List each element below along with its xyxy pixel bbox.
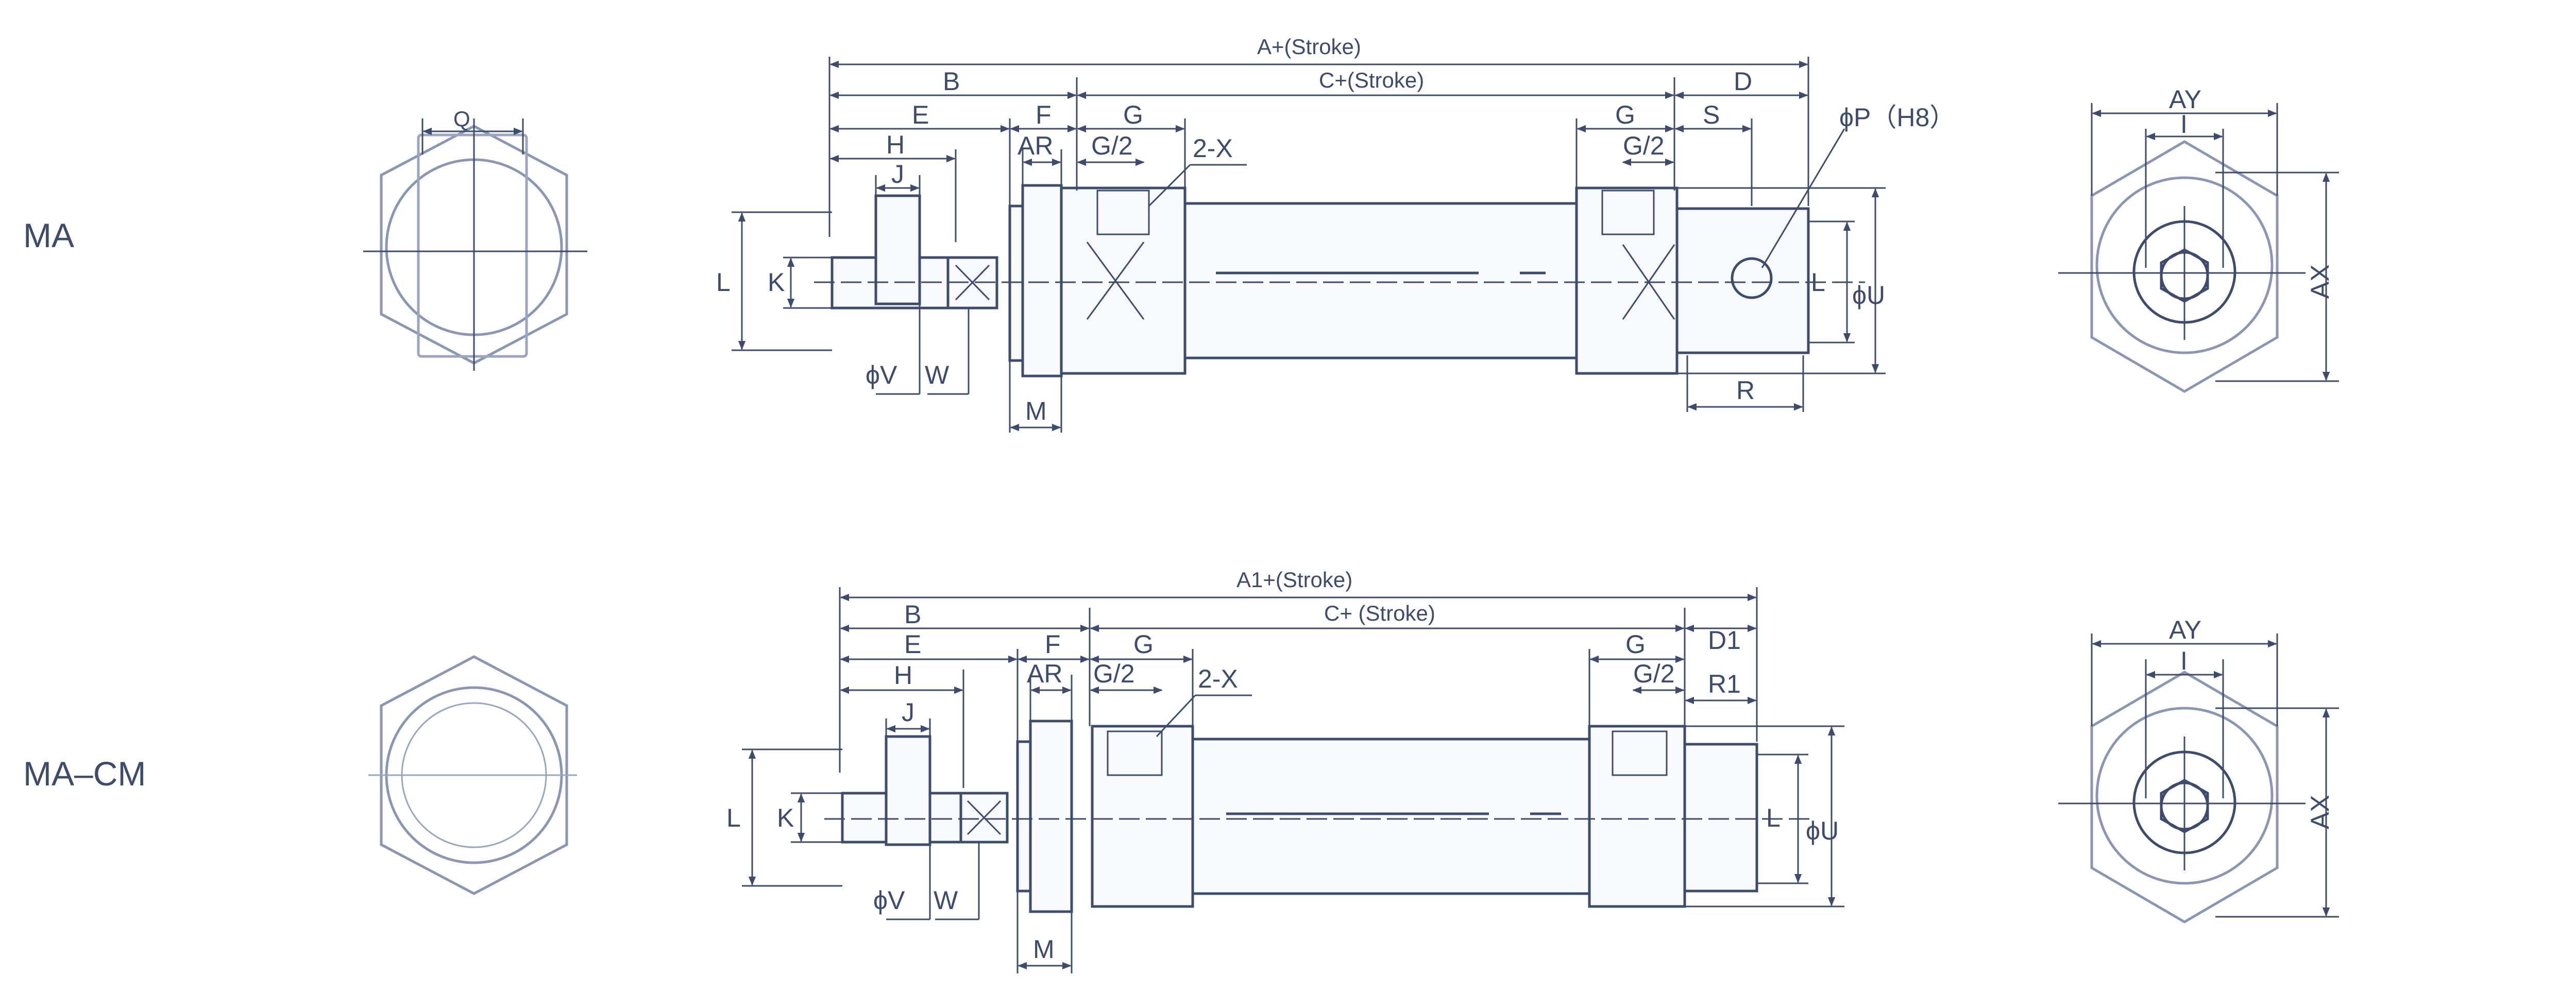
dim-l-right: L: [1811, 268, 1825, 297]
dim-e-cm: E: [904, 630, 921, 659]
dim-a1: A1+(Stroke): [1236, 568, 1352, 592]
dim-ar: AR: [1018, 131, 1053, 160]
dim-q: Q: [453, 107, 470, 131]
dim-j-cm: J: [902, 698, 914, 727]
dim-g-left-cm: G: [1133, 630, 1154, 659]
dim-s: S: [1703, 100, 1720, 129]
dim-d: D: [1734, 67, 1752, 96]
dim-ay: AY: [2169, 85, 2201, 114]
dim-r1: R1: [1708, 670, 1741, 698]
left-end-view-ma: Q: [363, 107, 587, 371]
dim-c: C+(Stroke): [1319, 68, 1424, 92]
dim-a: A+(Stroke): [1257, 35, 1361, 59]
dim-j: J: [891, 160, 904, 189]
dim-g2-left: G/2: [1091, 131, 1133, 160]
dim-x-cm: 2-X: [1198, 664, 1238, 693]
dim-g2-right: G/2: [1623, 131, 1665, 160]
dim-v: ϕV: [866, 361, 897, 389]
dim-l-left-cm: L: [726, 803, 741, 832]
dim-i-cm: I: [2180, 646, 2188, 675]
dim-u: ϕU: [1852, 281, 1885, 310]
left-end-view-ma-cm: [368, 655, 577, 895]
dim-l-right-cm: L: [1766, 803, 1781, 832]
dim-ay-cm: AY: [2169, 615, 2201, 644]
dim-g2-right-cm: G/2: [1633, 659, 1675, 688]
dim-f: F: [1036, 100, 1052, 129]
dim-f-cm: F: [1045, 630, 1061, 659]
right-end-view-ma: AY I AX: [2058, 85, 2339, 393]
dim-c-cm: C+ (Stroke): [1324, 601, 1435, 625]
dim-h: H: [886, 130, 905, 159]
row-ma-cm: MA–CM: [23, 568, 2339, 973]
dim-h-cm: H: [894, 661, 912, 690]
dim-b: B: [943, 67, 960, 96]
dim-m-cm: M: [1033, 935, 1055, 964]
dim-k: K: [768, 268, 785, 297]
dim-ax-cm: AX: [2306, 795, 2334, 829]
dim-g-right: G: [1615, 100, 1635, 129]
dim-g-right-cm: G: [1625, 630, 1646, 659]
dim-ar-cm: AR: [1027, 659, 1062, 688]
dim-w-cm: W: [934, 886, 958, 915]
dim-d1: D1: [1708, 626, 1741, 655]
dim-ax: AX: [2306, 264, 2334, 299]
row-ma: MA Q: [23, 35, 2339, 433]
side-view-ma: A+(Stroke) B C+(Stroke) D E F G G S: [716, 35, 1955, 433]
dim-m: M: [1025, 397, 1047, 425]
right-end-view-ma-cm: AY I AX: [2058, 615, 2339, 923]
dim-k-cm: K: [777, 803, 794, 832]
dim-u-cm: ϕU: [1806, 816, 1839, 845]
dim-p: ϕP（H8）: [1839, 103, 1955, 132]
dim-e: E: [912, 100, 929, 129]
dim-b-cm: B: [904, 600, 921, 629]
side-view-ma-cm: A1+(Stroke) B C+ (Stroke) D1 E F G G H: [726, 568, 1844, 973]
dim-g2-left-cm: G/2: [1093, 659, 1135, 688]
dim-x: 2-X: [1193, 134, 1233, 163]
dim-r: R: [1736, 376, 1755, 405]
dim-i: I: [2180, 110, 2188, 139]
dim-l-left: L: [716, 268, 731, 297]
model-label-ma: MA: [23, 216, 74, 254]
dim-g-left: G: [1123, 100, 1143, 129]
model-label-ma-cm: MA–CM: [23, 755, 146, 793]
dim-v-cm: ϕV: [873, 886, 905, 915]
dim-w: W: [925, 361, 950, 389]
